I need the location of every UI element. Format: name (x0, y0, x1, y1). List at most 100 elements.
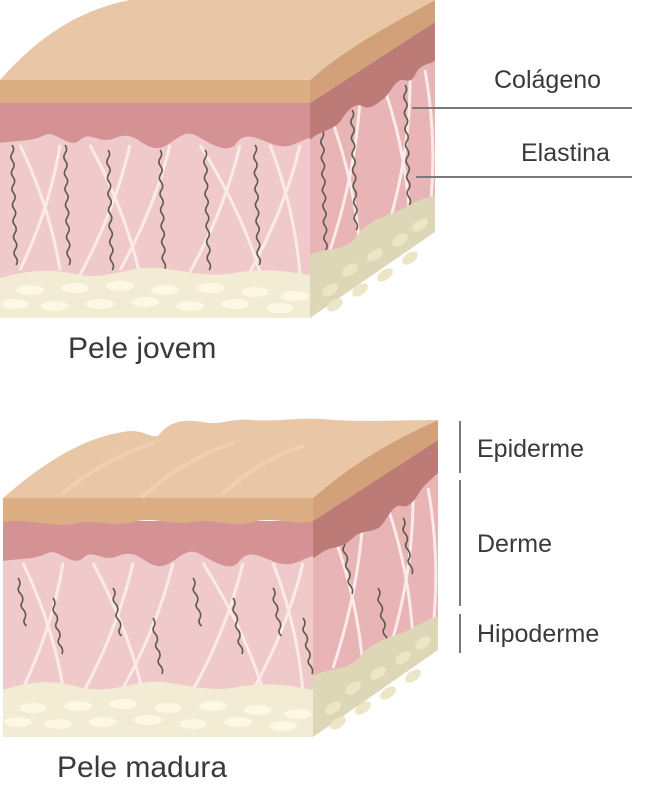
young-epidermis-top (0, 0, 435, 80)
elastin-fiber (272, 587, 283, 637)
fat-cell (1, 299, 29, 309)
elastin-fiber (253, 144, 262, 266)
fat-cell (154, 703, 182, 713)
fat-cell (322, 283, 338, 297)
label-hypodermis: Hipoderme (477, 620, 600, 648)
elastin-fiber (52, 597, 64, 655)
fat-cell (342, 263, 358, 277)
fat-cell (4, 717, 32, 727)
collagen-fiber (251, 562, 305, 691)
fat-cell (355, 701, 371, 715)
fat-cell (134, 715, 162, 725)
fat-cell (269, 721, 297, 731)
fat-cell (109, 699, 137, 709)
fat-cell (244, 705, 272, 715)
collagen-fiber (188, 144, 242, 273)
young-epidermis-front (0, 80, 310, 103)
collagen-fiber (118, 144, 172, 271)
hypodermis-bracket (459, 614, 461, 653)
collagen-fiber (201, 562, 265, 691)
elastin-fiber (106, 149, 115, 271)
fat-cell (345, 681, 361, 695)
collagen-fiber (81, 562, 135, 694)
elastin-fiber (320, 129, 328, 259)
elastin-fiber (203, 149, 212, 271)
elastin-fiber (17, 577, 28, 627)
fat-cell (380, 686, 396, 700)
young-dermis-band-side (310, 22, 435, 140)
collagen-fiber (88, 144, 142, 276)
fat-cell (330, 716, 346, 730)
collagen-fiber (121, 562, 175, 689)
fat-cell (241, 287, 269, 297)
label-epidermis: Epiderme (477, 435, 584, 463)
collagen-fiber (331, 532, 365, 669)
elastin-fiber (63, 144, 72, 266)
fat-cell (131, 297, 159, 307)
collagen-fiber (191, 562, 245, 691)
fat-cell (19, 703, 47, 713)
elastin-fiber (10, 144, 19, 266)
fat-cell (395, 651, 411, 665)
elastin-pointer-line (416, 176, 632, 178)
mature-skin-block (3, 418, 438, 737)
young-epidermis-side (310, 0, 435, 103)
collagen-fiber (271, 562, 305, 694)
label-elastin: Elastina (521, 139, 610, 167)
collagen-fiber (328, 99, 362, 251)
mature-fibers (17, 487, 438, 694)
young-fat-cells (1, 218, 428, 313)
fat-cell (106, 281, 134, 291)
collagen-fiber (18, 144, 62, 271)
collagen-pointer-line (412, 107, 632, 109)
fat-cell (402, 251, 418, 265)
collagen-fiber (91, 562, 145, 694)
elastin-fiber (112, 587, 123, 637)
young-dermis-band-front (0, 103, 310, 149)
fat-cell (151, 285, 179, 295)
fat-cell (224, 717, 252, 727)
collagen-fiber (198, 144, 262, 273)
mature-dermis-band-front (3, 521, 313, 567)
elastin-fiber (350, 109, 359, 231)
epidermis-bracket (459, 421, 461, 473)
elastin-fiber (192, 577, 203, 627)
elastin-fiber (302, 617, 314, 675)
collagen-fiber (388, 79, 412, 221)
fat-cell (325, 701, 341, 715)
collagen-fiber (391, 497, 415, 639)
collagen-fiber (248, 144, 302, 273)
label-dermis: Derme (477, 530, 553, 558)
mature-wrinkle-lines (61, 441, 305, 498)
fat-cell (89, 717, 117, 727)
elastin-fiber (152, 617, 164, 675)
mature-epidermis-top (3, 418, 438, 498)
fat-cell (221, 299, 249, 309)
caption-young-skin: Pele jovem (68, 332, 217, 365)
fat-cell (327, 298, 343, 312)
fat-cell (16, 285, 44, 295)
fat-cell (412, 218, 428, 232)
fat-cell (415, 636, 431, 650)
fat-cell (370, 666, 386, 680)
collagen-fiber (423, 69, 435, 211)
fat-cell (196, 283, 224, 293)
mature-epidermis-front (3, 498, 313, 525)
young-skin-block (0, 0, 435, 318)
mature-epidermis-side (313, 420, 438, 521)
label-collagen: Colágeno (494, 66, 602, 94)
fat-cell (367, 248, 383, 262)
fat-cell (199, 701, 227, 711)
fat-cell (392, 233, 408, 247)
mature-fat-cells (4, 636, 431, 731)
fat-cell (44, 719, 72, 729)
fat-cell (352, 283, 368, 297)
elastin-fiber (403, 84, 412, 206)
young-fibers (10, 69, 435, 276)
fat-cell (61, 283, 89, 293)
fat-cell (281, 291, 309, 301)
mature-dermis-band-side (313, 440, 438, 558)
caption-mature-skin: Pele madura (57, 751, 228, 784)
dermis-bracket (459, 480, 461, 606)
